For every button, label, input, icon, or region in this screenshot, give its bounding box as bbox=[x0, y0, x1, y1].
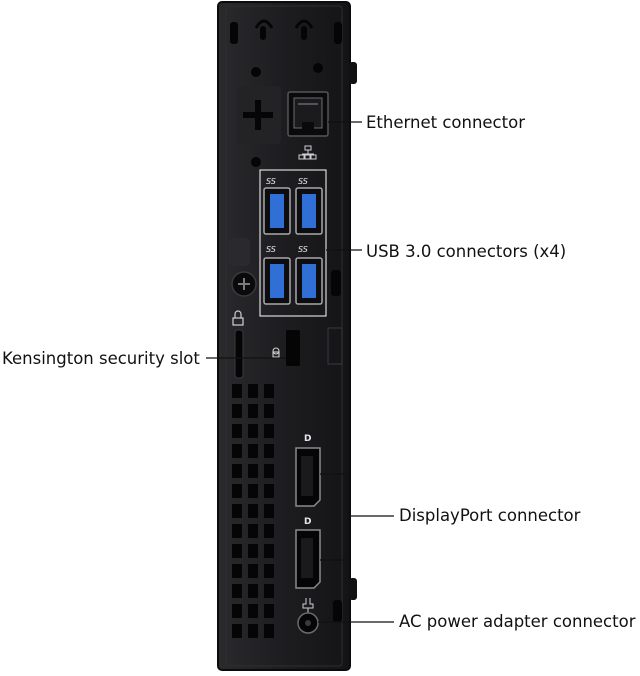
leader-lines bbox=[206, 121, 394, 623]
power-plug-icon bbox=[302, 598, 314, 613]
usb-ports bbox=[263, 187, 323, 305]
usb-logo-2: SS bbox=[298, 177, 308, 186]
ac-power-port bbox=[297, 600, 342, 634]
plus-mark-icon bbox=[237, 86, 281, 167]
usb-logo-3: SS bbox=[266, 245, 276, 254]
leader-displayport bbox=[320, 473, 349, 561]
ac-power-connector-label: AC power adapter connector bbox=[399, 612, 636, 631]
displayport-icon: D D bbox=[304, 434, 311, 527]
screw-icon bbox=[231, 271, 257, 297]
displayport-ports bbox=[295, 447, 321, 589]
dp-logo-2: D bbox=[304, 517, 311, 527]
usb-logo-1: SS bbox=[266, 177, 276, 186]
dp-logo-1: D bbox=[304, 434, 311, 444]
kensington-slot bbox=[272, 330, 300, 366]
side-latch bbox=[228, 238, 341, 296]
top-vents bbox=[230, 19, 342, 77]
displayport-connector-label: DisplayPort connector bbox=[399, 506, 581, 525]
usb-connectors-label: USB 3.0 connectors (x4) bbox=[366, 242, 567, 261]
panel-seam bbox=[327, 327, 343, 365]
vent-grid bbox=[232, 384, 274, 638]
network-icon bbox=[298, 145, 317, 160]
usb-bracket bbox=[259, 169, 327, 317]
kensington-slot-label: Kensington security slot bbox=[2, 349, 200, 368]
usb-logo-4: SS bbox=[298, 245, 308, 254]
usb-ss-icon: SS SS SS SS bbox=[266, 177, 308, 254]
ethernet-connector-label: Ethernet connector bbox=[366, 113, 525, 132]
ethernet-port bbox=[287, 91, 329, 137]
lock-icon bbox=[232, 310, 244, 379]
